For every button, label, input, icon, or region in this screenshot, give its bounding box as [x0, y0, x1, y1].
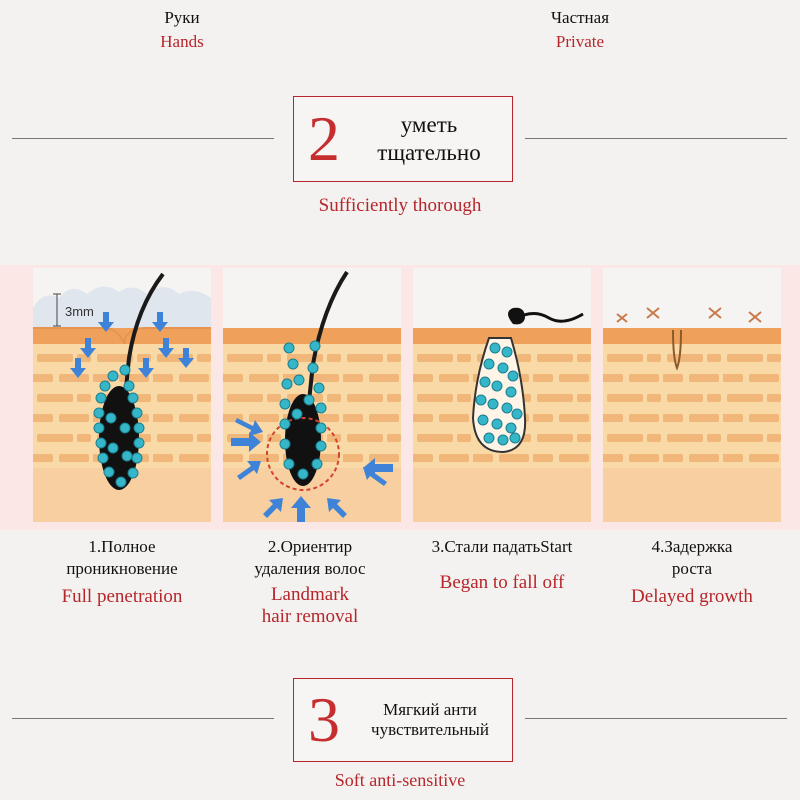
section3-line2: чувствительный — [371, 720, 489, 739]
step2-ru-line2: удаления волос — [254, 559, 366, 578]
section2-heading-box: 2 уметь тщательно — [293, 96, 513, 182]
section2-subtitle: Sufficiently thorough — [318, 195, 482, 216]
section3-heading-text: Мягкий анти чувствительный — [354, 700, 506, 741]
step4-ru-line1: 4.Задержка — [651, 537, 733, 556]
step2-ru-line1: 2.Ориентир — [267, 537, 353, 556]
step1-caption: 1.Полное проникновение Full penetration — [22, 536, 222, 608]
sparkle-icons — [616, 307, 762, 323]
section3-heading-box: 3 Мягкий анти чувствительный — [293, 678, 513, 762]
section3-subtitle: Soft anti-sensitive — [334, 770, 466, 790]
panel-landmark-hair-removal — [223, 268, 401, 522]
panel2-illustration — [223, 268, 401, 522]
step4-caption: 4.Задержка роста Delayed growth — [592, 536, 792, 608]
step3-en-line1: Began to fall off — [439, 572, 565, 593]
panel-full-penetration: 3mm — [33, 268, 211, 522]
section2-line1: уметь — [400, 112, 458, 138]
top-left-en: Hands — [160, 32, 204, 51]
section2-divider-right — [525, 138, 787, 139]
panel-delayed-growth — [603, 268, 781, 522]
section3-divider-left — [12, 718, 274, 719]
step2-caption: 2.Ориентир удаления волос Landmark hair … — [210, 536, 410, 628]
step1-ru-line1: 1.Полное — [88, 537, 156, 556]
top-right-en: Private — [555, 32, 605, 51]
step4-ru-line2: роста — [671, 559, 713, 578]
section2-divider-left — [12, 138, 274, 139]
step3-ru-line1: 3.Стали падатьStart — [431, 537, 573, 556]
section3-number: 3 — [308, 684, 340, 755]
section3-line1: Мягкий анти — [383, 699, 477, 719]
top-left-label: Руки Hands — [82, 6, 282, 54]
section2-number: 2 — [308, 103, 340, 174]
step2-en-line2: hair removal — [261, 606, 359, 627]
top-left-ru: Руки — [164, 8, 200, 27]
top-right-ru: Частная — [550, 8, 610, 27]
section2-heading-text: уметь тщательно — [354, 111, 504, 166]
panel1-3mm-label: 3mm — [65, 304, 94, 319]
step1-en-line1: Full penetration — [61, 586, 183, 607]
step1-ru-line2: проникновение — [66, 559, 178, 578]
top-right-label: Частная Private — [480, 6, 680, 54]
panel-began-to-fall-off — [413, 268, 591, 522]
section2-line2: тщательно — [377, 140, 481, 165]
panel1-illustration: 3mm — [33, 268, 211, 522]
section3-divider-right — [525, 718, 787, 719]
panel3-illustration — [413, 268, 591, 522]
step4-en-line1: Delayed growth — [631, 586, 753, 607]
panel4-illustration — [603, 268, 781, 522]
step3-caption: 3.Стали падатьStart Began to fall off — [402, 536, 602, 594]
step2-en-line1: Landmark — [270, 584, 350, 605]
